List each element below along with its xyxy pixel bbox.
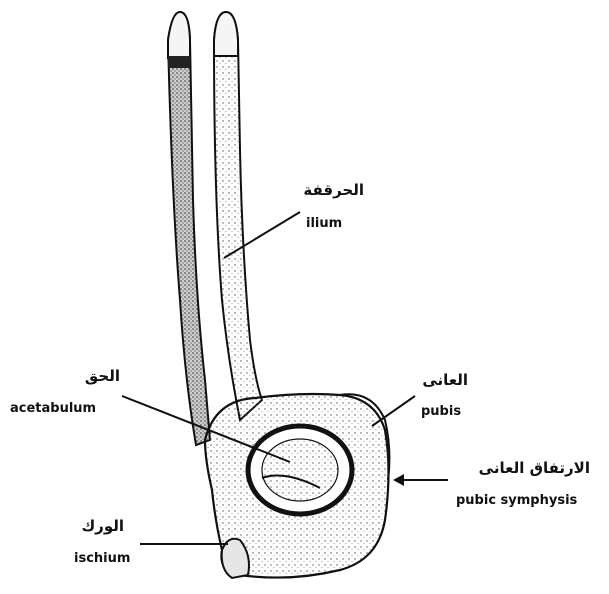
ilium-label-en: ilium xyxy=(306,217,342,231)
pubic-symphysis-label-ar: الارتفاق العانى xyxy=(450,460,590,477)
pubis-label-en: pubis xyxy=(421,405,461,419)
ilium-back-band xyxy=(168,56,190,68)
pubic-symphysis-label-en: pubic symphysis xyxy=(456,494,577,508)
pubis-label-ar: العانى xyxy=(418,372,468,389)
acetabulum-label-ar: الحق xyxy=(70,368,120,385)
ilium-front-tip xyxy=(214,12,238,56)
ischium-label-en: ischium xyxy=(74,552,130,566)
ischium-label-ar: الورك xyxy=(76,518,124,535)
ilium-back-blade xyxy=(168,12,210,445)
pubis-leader xyxy=(372,396,415,426)
ilium-front-blade xyxy=(214,12,262,420)
acetabulum-label-en: acetabulum xyxy=(10,402,96,416)
ilium-back-tip xyxy=(168,12,190,58)
ilium-label-ar: الحرقفة xyxy=(300,182,364,199)
